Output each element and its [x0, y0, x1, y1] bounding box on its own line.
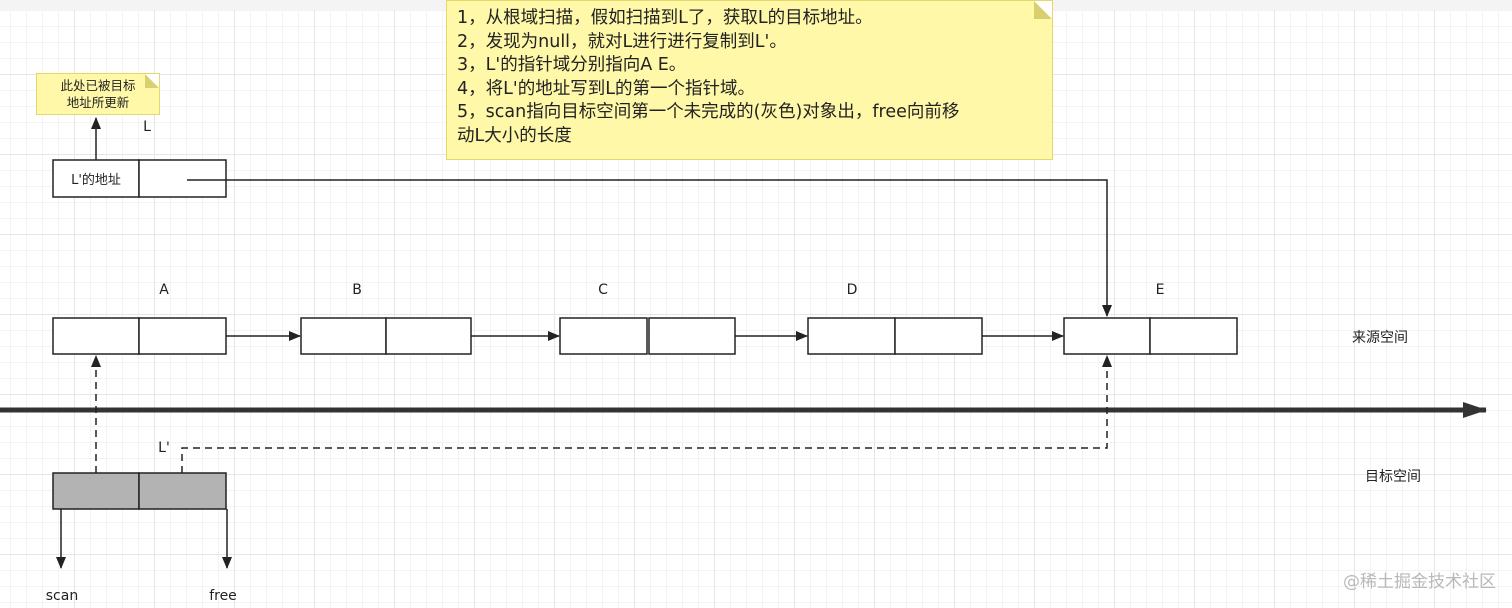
node-L-copy[interactable] [52, 472, 227, 510]
free-label: free [209, 588, 237, 604]
from-space-label: 来源空间 [1352, 330, 1408, 346]
node-E-label: E [1156, 282, 1165, 298]
explanation-note: 1，从根域扫描，假如扫描到L了，获取L的目标地址。 2，发现为null，就对L进… [446, 0, 1053, 160]
node-L[interactable]: L'的地址 [52, 159, 227, 198]
note-line: 3，L'的指针域分别指向A E。 [457, 55, 687, 75]
node-L-copy-label: L' [158, 440, 170, 456]
note-fold-corner [145, 74, 159, 88]
node-L-label: L [143, 119, 151, 135]
note-line: 动L大小的长度 [457, 125, 572, 146]
node-L-field: L'的地址 [71, 172, 121, 188]
node-B-label: B [352, 282, 362, 298]
node-A-label: A [159, 282, 169, 298]
note-fold-corner [1034, 1, 1052, 19]
note-line: 2，发现为null，就对L进行进行复制到L'。 [457, 31, 787, 52]
watermark: @稀土掘金技术社区 [1343, 572, 1496, 592]
node-B[interactable] [300, 317, 472, 355]
small-note-line: 地址所更新 [66, 95, 130, 110]
node-A[interactable] [52, 317, 227, 355]
note-line: 4，将L'的地址写到L的第一个指针域。 [457, 78, 755, 99]
node-D-label: D [847, 282, 858, 298]
node-C-label: C [598, 282, 608, 298]
to-space-label: 目标空间 [1365, 469, 1421, 485]
scan-label: scan [46, 588, 78, 604]
small-note-line: 此处已被目标 [60, 78, 136, 93]
arrow-l-to-e [187, 179, 1112, 317]
note-line: 5，scan指向目标空间第一个未完成的(灰色)对象出，free向前移 [457, 102, 960, 122]
dashed-arrow-copy-to-e [181, 355, 1112, 473]
node-E[interactable] [1063, 317, 1238, 355]
node-C[interactable] [559, 317, 736, 355]
updated-address-note: 此处已被目标 地址所更新 [36, 73, 160, 115]
note-line: 1，从根域扫描，假如扫描到L了，获取L的目标地址。 [457, 8, 873, 28]
node-D[interactable] [807, 317, 983, 355]
